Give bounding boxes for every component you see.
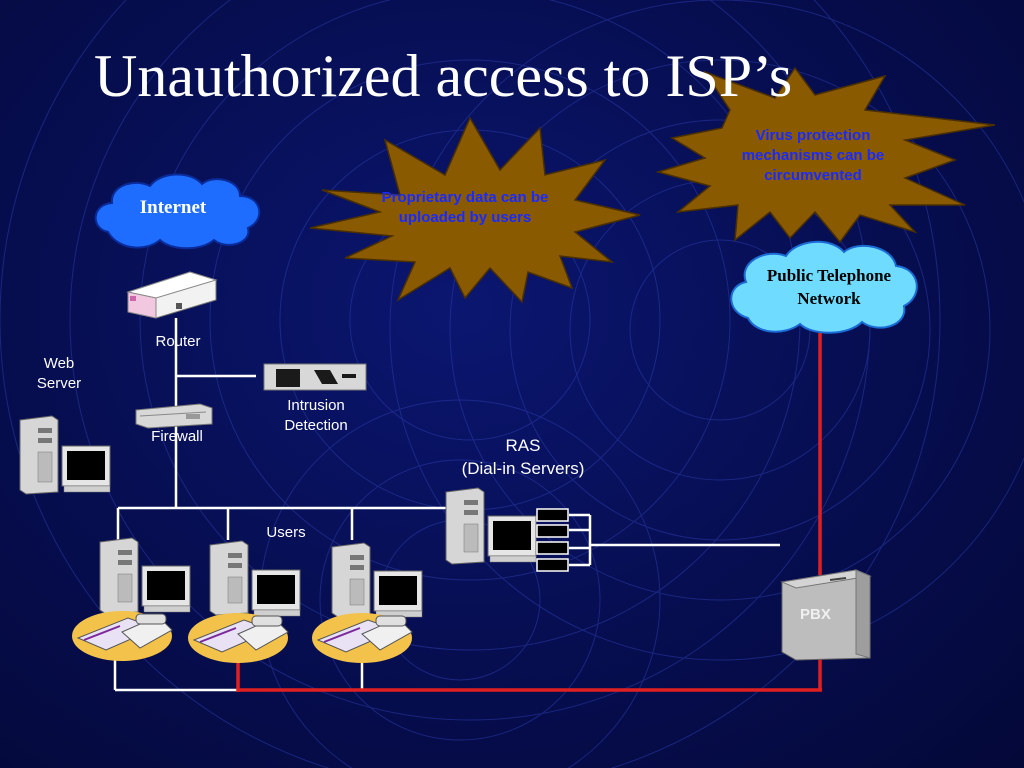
ras-label-line2: (Dial-in Servers): [461, 459, 585, 478]
users-label: Users: [266, 524, 306, 541]
phone-lines: [236, 330, 822, 692]
firewall-device: [135, 403, 213, 429]
router-device: [126, 271, 218, 319]
proprietary-data-callout: Proprietary data can be uploaded by user…: [381, 189, 549, 226]
ras-workstation: [445, 487, 537, 565]
public-telephone-label: Public Telephone Network: [766, 266, 892, 308]
router-label: Router: [155, 333, 201, 350]
internet-label: Internet: [139, 197, 207, 218]
user-workstation: [99, 537, 191, 615]
ras-label-line1: RAS: [505, 436, 541, 455]
proprietary-data-starburst: [309, 116, 641, 304]
web-server-label-line2: Server: [36, 375, 82, 392]
web-server-workstation: [19, 415, 111, 495]
web-server-label-line1: Web: [43, 355, 75, 372]
pbx-label: PBX: [800, 606, 831, 623]
virus-protection-callout: Virus protection mechanisms can be circu…: [741, 127, 885, 184]
ras-modem-bank: [536, 508, 569, 572]
intrusion-detection-label-line1: Intrusion: [287, 397, 345, 414]
modem-phone-set: [312, 613, 413, 663]
slide-title: Unauthorized access to ISP’s: [94, 43, 793, 109]
intrusion-detection-device: [263, 363, 367, 391]
user-workstation: [209, 540, 301, 617]
firewall-label: Firewall: [151, 428, 203, 445]
modem-phone-set: [72, 611, 173, 661]
public-telephone-cloud: [730, 240, 918, 334]
modem-phone-set: [188, 613, 289, 663]
intrusion-detection-label-line2: Detection: [284, 417, 348, 434]
pbx-cabinet: [780, 569, 872, 661]
internet-cloud: [94, 173, 261, 250]
user-workstation: [331, 542, 423, 618]
virus-protection-starburst: [655, 66, 996, 244]
